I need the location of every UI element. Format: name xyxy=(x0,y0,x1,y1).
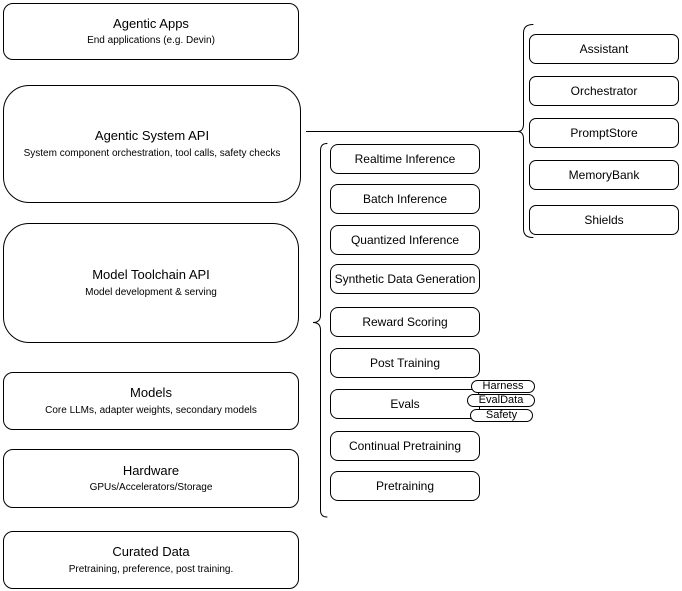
component-memorybank: MemoryBank xyxy=(529,160,679,190)
node-models: Models Core LLMs, adapter weights, secon… xyxy=(3,372,299,430)
node-agentic-system-api: Agentic System API System component orch… xyxy=(3,85,301,203)
node-subtitle: GPUs/Accelerators/Storage xyxy=(89,482,213,494)
node-agentic-apps: Agentic Apps End applications (e.g. Devi… xyxy=(3,3,299,60)
tag-safety: Safety xyxy=(470,409,533,422)
toolchain-item-synthetic-data-generation: Synthetic Data Generation xyxy=(330,264,480,294)
node-title: Hardware xyxy=(122,462,180,478)
node-model-toolchain-api: Model Toolchain API Model development & … xyxy=(3,223,299,343)
toolchain-item-post-training: Post Training xyxy=(330,348,480,378)
node-title: Model Toolchain API xyxy=(92,267,210,283)
node-subtitle: Core LLMs, adapter weights, secondary mo… xyxy=(45,404,257,416)
node-subtitle: Pretraining, preference, post training. xyxy=(68,563,234,575)
toolchain-item-batch-inference: Batch Inference xyxy=(330,184,480,214)
node-hardware: Hardware GPUs/Accelerators/Storage xyxy=(3,449,299,508)
toolchain-item-continual-pretraining: Continual Pretraining xyxy=(330,431,480,461)
tag-evaldata: EvalData xyxy=(467,394,535,407)
toolchain-item-pretraining: Pretraining xyxy=(330,471,480,501)
node-subtitle: System component orchestration, tool cal… xyxy=(23,147,281,159)
node-title: Agentic System API xyxy=(94,128,210,144)
node-subtitle: End applications (e.g. Devin) xyxy=(87,35,215,47)
node-title: Models xyxy=(130,385,172,401)
node-subtitle: Model development & serving xyxy=(85,286,217,298)
brace-toolchain xyxy=(312,143,328,518)
toolchain-item-reward-scoring: Reward Scoring xyxy=(330,307,480,337)
component-assistant: Assistant xyxy=(529,34,679,64)
component-promptstore: PromptStore xyxy=(529,118,679,148)
toolchain-item-evals: Evals xyxy=(330,389,480,419)
toolchain-item-realtime-inference: Realtime Inference xyxy=(330,144,480,174)
component-shields: Shields xyxy=(529,205,679,235)
toolchain-item-quantized-inference: Quantized Inference xyxy=(330,225,480,255)
node-curated-data: Curated Data Pretraining, preference, po… xyxy=(3,531,299,589)
tag-harness: Harness xyxy=(471,380,535,393)
component-orchestrator: Orchestrator xyxy=(529,76,679,106)
node-title: Agentic Apps xyxy=(113,15,189,31)
node-title: Curated Data xyxy=(112,544,190,560)
